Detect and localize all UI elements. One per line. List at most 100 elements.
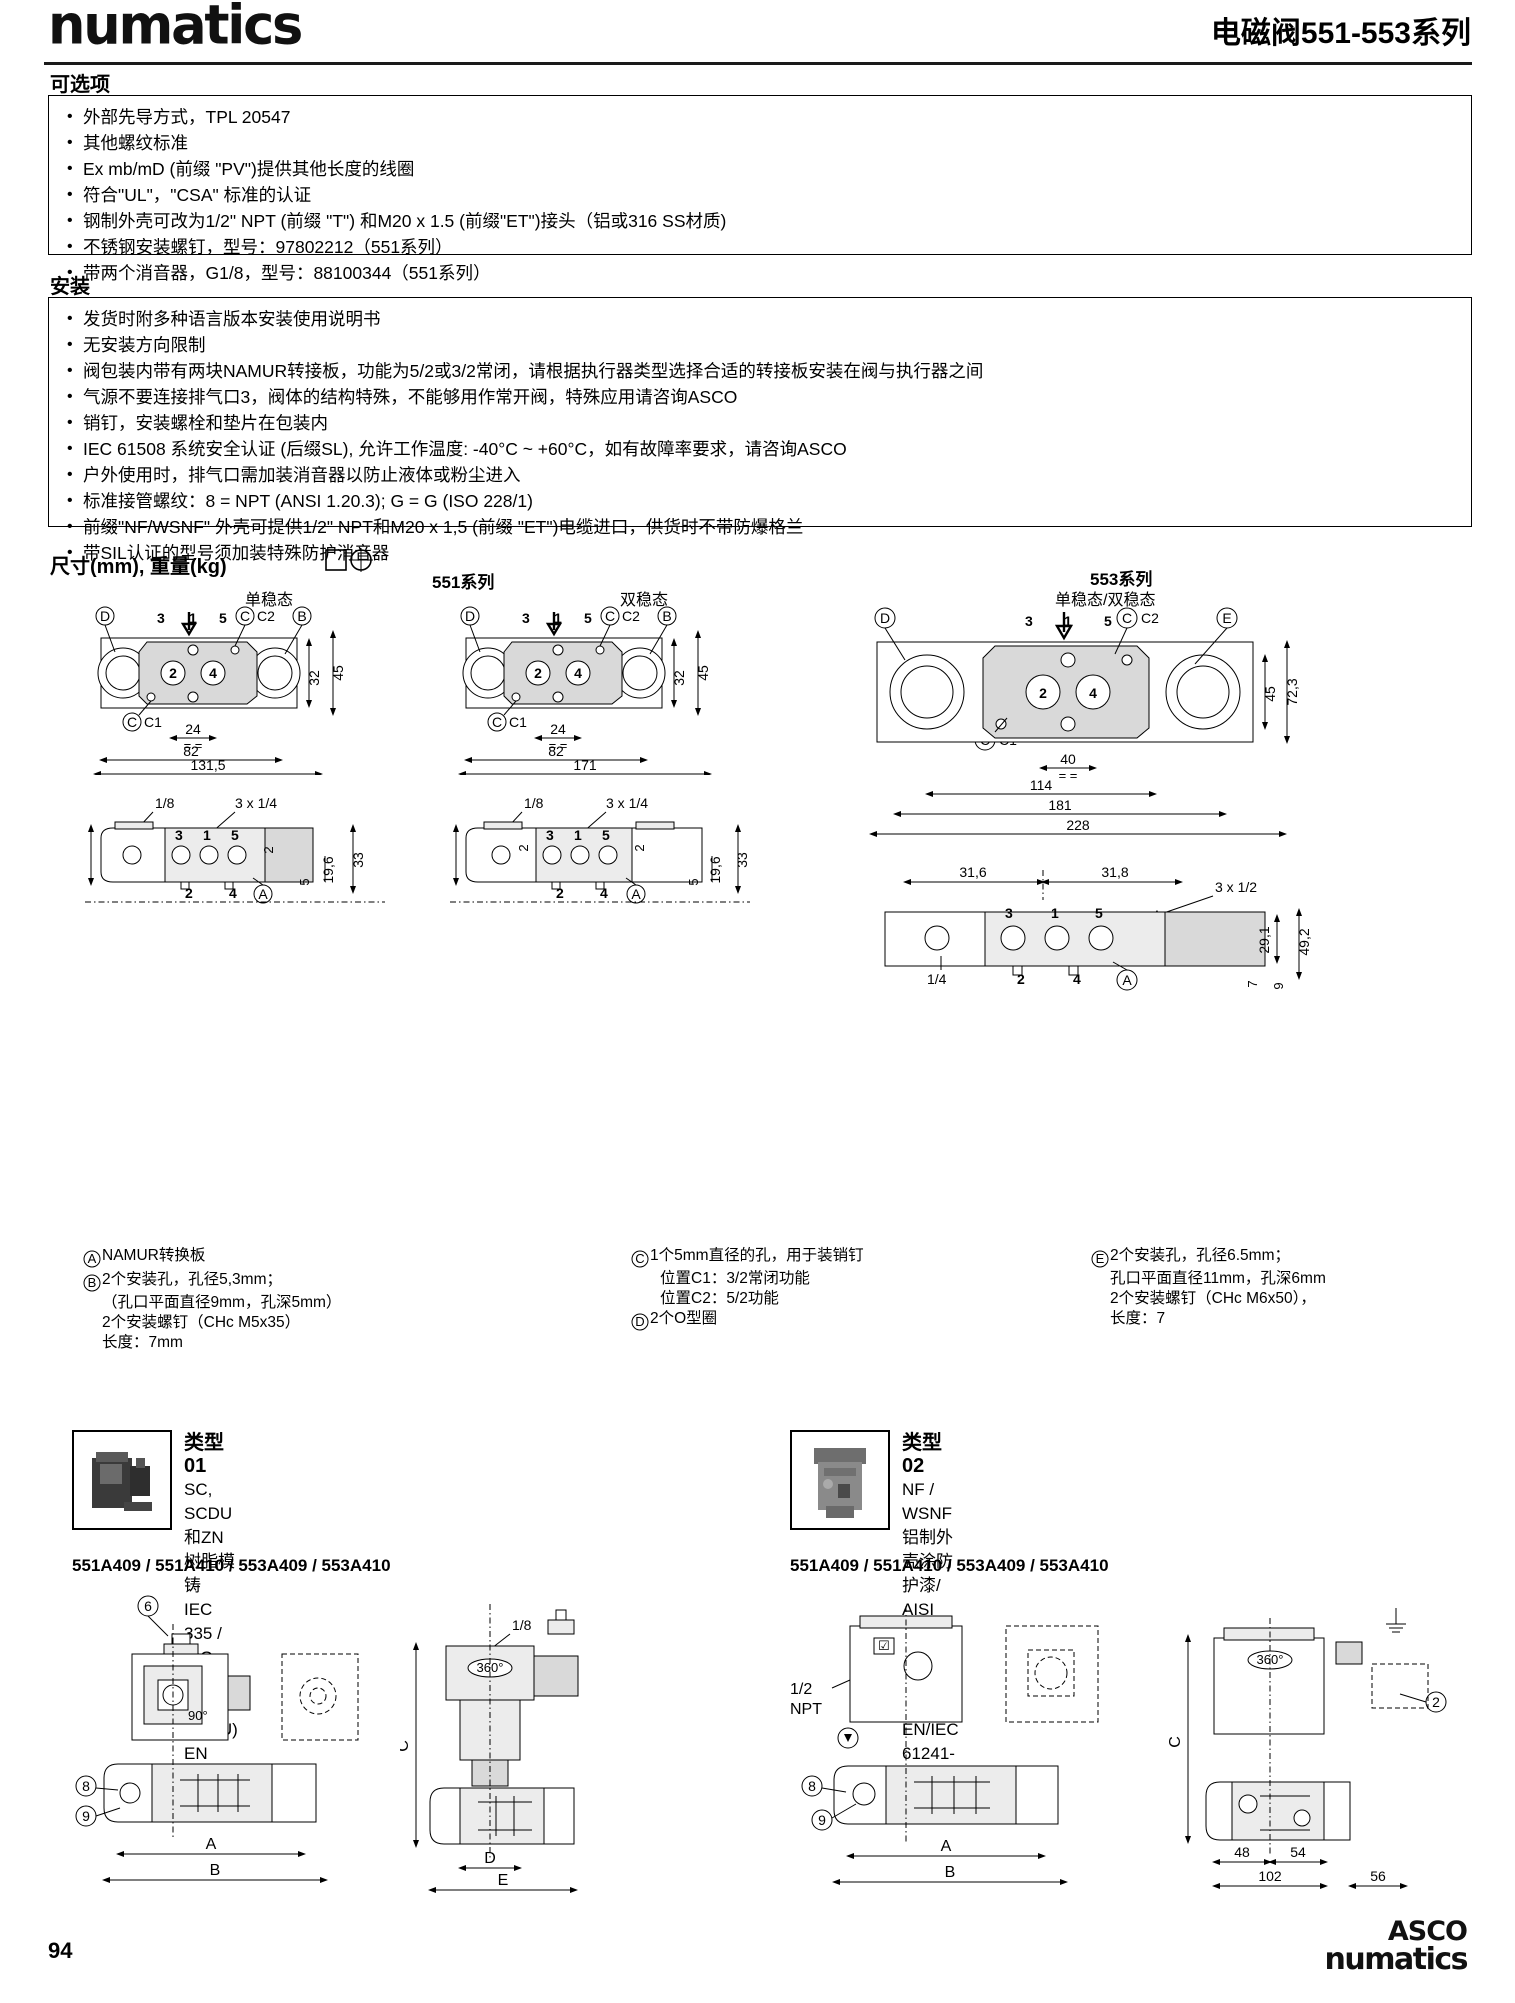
svg-text:48: 48 (1234, 1844, 1250, 1860)
note-b-line3: 2个安装螺钉（CHc M5x35） (102, 1314, 301, 1331)
dimension-notes-left: A NAMUR转换板 B 2个安装孔，孔径5,3mm； （孔口平面直径9mm，孔… (82, 1246, 341, 1353)
drawing-type02-side: 360° 2 C 48 54 102 56 (1160, 1590, 1460, 1900)
svg-text:90°: 90° (188, 1708, 208, 1723)
svg-text:= =: = = (549, 738, 568, 753)
footer-numatics-text: numatics (1324, 1942, 1469, 1977)
svg-text:E: E (498, 1872, 509, 1889)
svg-text:56: 56 (1370, 1868, 1386, 1884)
svg-text:72,3: 72,3 (1284, 678, 1300, 705)
svg-text:32: 32 (671, 670, 687, 686)
type-01-line-2: 树脂模铸 (184, 1552, 235, 1595)
footer-brand: ASCO numatics (1324, 1918, 1469, 1977)
svg-text:C2: C2 (1141, 610, 1159, 626)
list-item: 气源不要连接排气口3，阀体的结构特殊，不能够用作常开阀，特殊应用请咨询ASCO (49, 384, 1471, 410)
svg-text:= =: = = (1059, 768, 1078, 783)
first-angle-projection-icon (325, 547, 377, 573)
note-b-text: 2个安装孔，孔径5,3mm； (102, 1271, 282, 1288)
svg-text:C1: C1 (509, 714, 527, 730)
svg-text:A: A (206, 1836, 217, 1853)
svg-text:1/8: 1/8 (512, 1617, 532, 1633)
svg-text:B: B (662, 608, 671, 624)
list-item: 销钉，安装螺栓和垫片在包装内 (49, 410, 1471, 436)
dimension-notes-mid: C 1个5mm直径的孔，用于装销钉 位置C1：3/2常闭功能 位置C2：5/2功… (630, 1246, 864, 1332)
svg-text:54: 54 (1290, 1844, 1306, 1860)
svg-text:7: 7 (1245, 980, 1260, 987)
svg-text:1: 1 (203, 827, 211, 843)
svg-text:31,6: 31,6 (959, 864, 986, 880)
svg-text:C: C (1167, 1736, 1184, 1748)
drawing-551-bi-side: 1/8 3 x 1/4 3 1 5 2 4 A 40 2 2 5 19,6 33 (450, 790, 750, 920)
svg-text:5: 5 (1095, 905, 1103, 921)
svg-text:A: A (88, 1251, 97, 1266)
svg-text:1/2: 1/2 (790, 1681, 812, 1698)
list-item: 不锈钢安装螺钉，型号：97802212（551系列） (49, 234, 1471, 260)
svg-text:3 x 1/4: 3 x 1/4 (606, 795, 648, 811)
svg-text:D: D (635, 1314, 644, 1329)
svg-text:D: D (100, 608, 110, 624)
callout-b-icon: B (82, 1270, 102, 1293)
svg-text:2: 2 (1039, 685, 1047, 701)
svg-text:5: 5 (219, 610, 227, 626)
svg-text:D: D (465, 608, 475, 624)
series-551-label: 551系列 (432, 573, 495, 592)
svg-text:29,1: 29,1 (1256, 926, 1272, 953)
svg-text:45: 45 (330, 665, 346, 681)
svg-text:C: C (605, 608, 615, 624)
svg-text:C: C (240, 608, 250, 624)
svg-text:2: 2 (1017, 971, 1025, 987)
svg-text:45: 45 (695, 665, 711, 681)
svg-text:2: 2 (556, 885, 564, 901)
svg-text:9: 9 (818, 1812, 826, 1828)
list-item: 带SIL认证的型号须加装特殊防护消音器 (49, 540, 1471, 566)
dimensions-heading: 尺寸(mm), 重量(kg) (50, 556, 227, 578)
svg-text:45: 45 (1262, 686, 1278, 702)
svg-text:131,5: 131,5 (190, 757, 225, 773)
list-item: 钢制外壳可改为1/2" NPT (前缀 "T") 和M20 x 1.5 (前缀"… (49, 208, 1471, 234)
svg-text:B: B (297, 608, 306, 624)
svg-text:D: D (880, 610, 890, 626)
callout-e-icon: E (1090, 1246, 1110, 1269)
svg-text:32: 32 (306, 670, 322, 686)
svg-text:C2: C2 (622, 608, 640, 624)
header-divider (44, 62, 1472, 65)
list-item: 带两个消音器，G1/8，型号：88100344（551系列） (49, 260, 1471, 286)
options-list: 外部先导方式，TPL 20547 其他螺纹标准 Ex mb/mD (前缀 "PV… (49, 96, 1471, 294)
svg-text:5: 5 (297, 878, 312, 885)
svg-text:2: 2 (632, 844, 647, 851)
svg-text:19,6: 19,6 (320, 856, 336, 883)
page-header: ASCO numatics 电磁阀551-553系列 (0, 0, 1515, 65)
svg-text:19,6: 19,6 (707, 856, 723, 883)
svg-text:A: A (258, 886, 268, 902)
note-c-text: 1个5mm直径的孔，用于装销钉 (650, 1247, 864, 1264)
type-02-heading: 类型 02 (902, 1432, 942, 1477)
list-item: 阀包装内带有两块NAMUR转接板，功能为5/2或3/2常闭，请根据执行器类型选择… (49, 358, 1471, 384)
svg-text:1/8: 1/8 (155, 795, 175, 811)
svg-text:181: 181 (1048, 797, 1072, 813)
note-d-text: 2个O型圈 (650, 1310, 718, 1327)
type-01-heading: 类型 01 (184, 1432, 224, 1477)
note-b-line2: （孔口平面直径9mm，孔深5mm） (102, 1294, 342, 1311)
svg-text:NPT: NPT (790, 1701, 822, 1718)
page-title: 电磁阀551-553系列 (1210, 17, 1471, 50)
svg-text:5: 5 (1104, 613, 1112, 629)
svg-text:3: 3 (175, 827, 183, 843)
svg-text:4: 4 (1073, 971, 1081, 987)
svg-text:2: 2 (1432, 1694, 1440, 1710)
svg-text:1/4: 1/4 (927, 971, 947, 987)
svg-text:5: 5 (231, 827, 239, 843)
svg-text:= =: = = (184, 738, 203, 753)
options-heading: 可选项 (50, 74, 110, 96)
svg-text:5: 5 (686, 878, 701, 885)
note-a-text: NAMUR转换板 (102, 1247, 206, 1264)
svg-text:A: A (941, 1838, 952, 1855)
svg-text:5: 5 (602, 827, 610, 843)
svg-text:B: B (945, 1864, 956, 1881)
svg-text:C: C (127, 714, 137, 730)
note-e-text: 2个安装孔，孔径6.5mm； (1110, 1247, 1290, 1264)
drawing-551-mono-top: D C C2 B C C1 2 4 3 1 5 (85, 600, 375, 775)
svg-text:E: E (1096, 1251, 1105, 1266)
earth-symbol (1386, 1608, 1406, 1633)
svg-text:1/8: 1/8 (524, 795, 544, 811)
svg-text:5: 5 (584, 610, 592, 626)
coil-type-02-photo (790, 1430, 890, 1530)
